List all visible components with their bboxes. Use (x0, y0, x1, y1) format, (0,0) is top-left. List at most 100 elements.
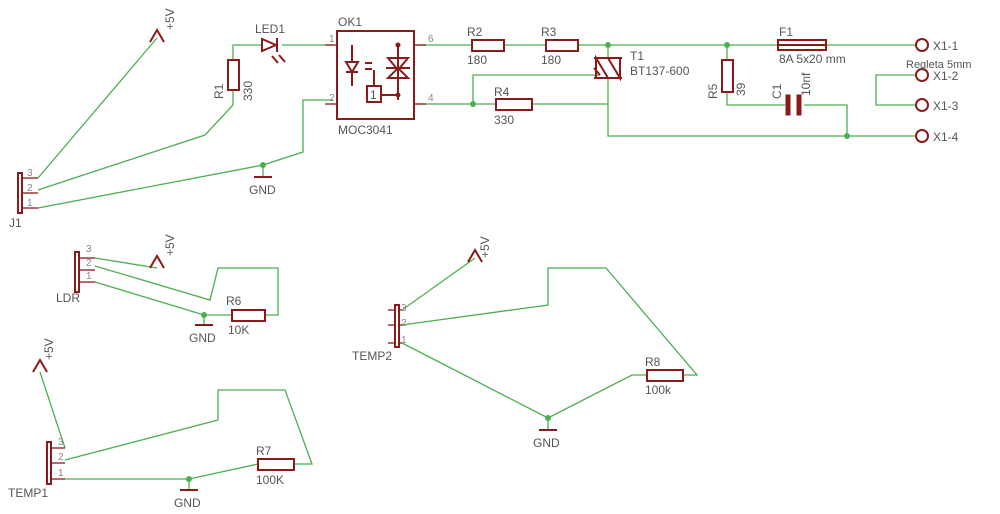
vcc-symbol-temp2: +5V (467, 236, 492, 263)
wire-t1-x14 (607, 78, 915, 137)
terminal-x1-4 (915, 129, 929, 143)
r1-value: 330 (241, 81, 255, 101)
resistor-r8: R8 100k (645, 355, 684, 397)
t1-label: T1 (630, 49, 644, 63)
wire-temp2-gnd (401, 342, 647, 419)
c1-label: C1 (770, 83, 784, 99)
x1-3-label: X1-3 (933, 99, 959, 113)
svg-text:3: 3 (27, 168, 33, 179)
r4-label: R4 (494, 85, 510, 99)
r8-value: 100k (645, 383, 672, 397)
junction-dot (260, 162, 266, 168)
regleta-label: Regleta 5mm (906, 59, 971, 71)
wire-temp2-r8 (401, 267, 699, 376)
ok1-value: MOC3041 (338, 123, 393, 137)
wire-temp1-r7 (64, 389, 313, 465)
svg-text:2: 2 (329, 93, 335, 104)
r8-label: R8 (645, 355, 661, 369)
connector-j1: 3 2 1 J1 (9, 168, 38, 230)
wire-gate (472, 74, 600, 104)
gnd-label: GND (249, 183, 276, 197)
wire-ldr-vcc (94, 257, 158, 269)
wire-ldr-gnd (94, 281, 232, 316)
r4-value: 330 (494, 113, 514, 127)
svg-text:3: 3 (58, 437, 64, 448)
junction-dot (724, 42, 730, 48)
r2-label: R2 (467, 25, 483, 39)
connector-temp1: 3 2 1 TEMP1 (8, 437, 65, 500)
svg-text:1: 1 (401, 335, 407, 346)
gnd-symbol-main: GND (249, 176, 276, 197)
temp1-label: TEMP1 (8, 486, 48, 500)
ldr-label: LDR (56, 291, 80, 305)
r6-label: R6 (226, 294, 242, 308)
svg-text:3: 3 (86, 244, 92, 255)
f1-value: 8A 5x20 mm (779, 52, 846, 66)
gnd-symbol-temp2: GND (533, 429, 560, 450)
wire-j1-gnd (37, 99, 333, 209)
svg-text:1: 1 (86, 271, 92, 282)
resistor-r4: R4 330 (494, 85, 533, 127)
vcc-label: +5V (478, 236, 492, 258)
wire-j1-r1 (37, 90, 234, 191)
wire-r5-c1 (726, 92, 785, 106)
svg-text:1: 1 (27, 198, 33, 209)
resistor-r5: R5 39 (706, 59, 748, 99)
r5-label: R5 (706, 83, 720, 99)
svg-text:1: 1 (370, 88, 377, 102)
x1-2-label: X1-2 (933, 69, 959, 83)
wire-temp1-gnd (65, 463, 259, 480)
svg-text:3: 3 (401, 303, 407, 314)
resistor-r6: R6 10K (226, 294, 266, 337)
terminal-x1-2 (915, 68, 929, 82)
gnd-label: GND (174, 496, 201, 510)
resistor-r1: R1 330 (212, 59, 255, 101)
gnd-symbol-temp1: GND (174, 489, 201, 510)
junction-dot (545, 415, 551, 421)
t1-value: BT137-600 (630, 64, 690, 78)
wire-x12-x13 (875, 74, 915, 106)
vcc-label: +5V (163, 8, 177, 30)
resistor-r7: R7 100K (256, 444, 295, 487)
triac-t1: T1 BT137-600 (593, 49, 690, 82)
wire-temp2-vcc (401, 257, 476, 311)
gnd-label: GND (533, 436, 560, 450)
terminal-x1-1 (915, 38, 929, 52)
svg-text:2: 2 (58, 452, 64, 463)
svg-text:1: 1 (329, 34, 335, 45)
terminal-x1-3 (915, 98, 929, 112)
connector-temp2: 3 2 1 TEMP2 (352, 303, 407, 363)
r6-value: 10K (228, 323, 249, 337)
gnd-label: GND (189, 331, 216, 345)
wire-c1-x14 (804, 104, 848, 136)
ok1-label: OK1 (338, 15, 362, 29)
svg-text:2: 2 (27, 183, 33, 194)
junction-dot (605, 42, 611, 48)
svg-text:4: 4 (428, 93, 434, 104)
x1-4-label: X1-4 (933, 130, 959, 144)
capacitor-c1: C1 10nf (770, 72, 813, 116)
r7-label: R7 (256, 444, 272, 458)
r3-label: R3 (541, 25, 557, 39)
vcc-symbol-main: +5V (149, 8, 177, 43)
vcc-symbol-temp1: +5V (32, 338, 56, 373)
r1-label: R1 (212, 83, 226, 99)
gnd-symbol-ldr: GND (189, 324, 216, 345)
junction-dot (186, 476, 192, 482)
wire-temp1-vcc (39, 371, 66, 449)
terminal-block-x1: X1-1 Regleta 5mm X1-2 X1-3 X1-4 (906, 38, 971, 144)
junction-dot (470, 101, 476, 107)
vcc-label: +5V (163, 234, 177, 256)
vcc-label: +5V (42, 338, 56, 360)
led1: LED1 (255, 22, 286, 64)
junction-dot (201, 312, 207, 318)
vcc-symbol-ldr: +5V (149, 234, 177, 269)
svg-text:2: 2 (401, 318, 407, 329)
r2-value: 180 (467, 53, 487, 67)
svg-text:2: 2 (86, 258, 92, 269)
wires (37, 37, 915, 490)
r3-value: 180 (541, 53, 561, 67)
svg-text:6: 6 (428, 34, 434, 45)
wire-ldr-r6 (94, 265, 279, 316)
